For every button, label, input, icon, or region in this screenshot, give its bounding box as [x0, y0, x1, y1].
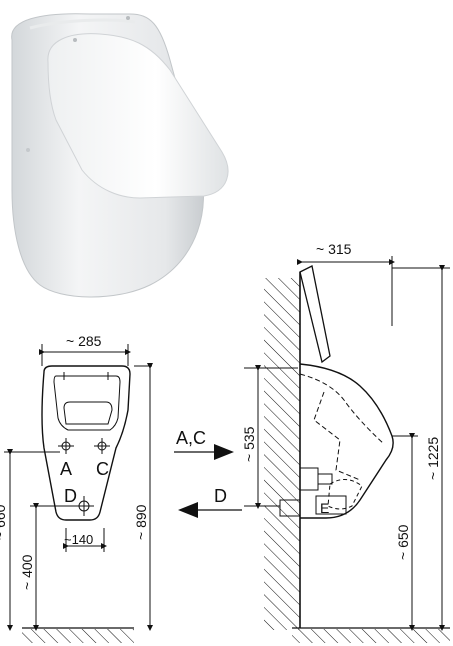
inlet-arrow-label: A,C [176, 428, 206, 448]
side-depth-dim: ~ 315 [316, 241, 352, 257]
front-inlet-height-dim: ~ 400 [19, 554, 35, 590]
lid-hinge-right [126, 16, 130, 20]
side-body [299, 363, 394, 519]
side-floor-hatch [292, 629, 450, 643]
side-outlet-box [315, 495, 347, 515]
side-supply-dim: ~ 535 [241, 426, 257, 462]
front-outline [41, 365, 131, 521]
side-spout-height-dim: ~ 650 [395, 524, 411, 560]
urinal-lid [47, 33, 229, 199]
side-view [244, 256, 450, 643]
urinal-product-photo [11, 13, 229, 298]
outlet-arrow-label: D [214, 486, 227, 506]
outlet-arrow-icon [178, 502, 198, 518]
arrows [174, 444, 242, 518]
front-label-a: A [60, 459, 72, 479]
front-left-edge-dim: ~ 660 [0, 504, 8, 540]
front-width-dim: ~ 285 [66, 333, 102, 349]
side-lid [299, 265, 331, 364]
side-label-e: E [320, 500, 329, 516]
front-label-c: C [96, 459, 109, 479]
front-view [4, 344, 153, 643]
front-floor-hatch [22, 629, 134, 643]
front-height-dim: ~ 890 [133, 504, 149, 540]
lid-hinge-left [73, 38, 77, 42]
inlet-arrow-icon [214, 444, 234, 460]
front-fixing-spacing-dim: ~140 [64, 532, 93, 547]
side-height-dim: ~ 1225 [425, 437, 441, 480]
front-label-d: D [64, 486, 77, 506]
wall-hatch [264, 278, 300, 630]
